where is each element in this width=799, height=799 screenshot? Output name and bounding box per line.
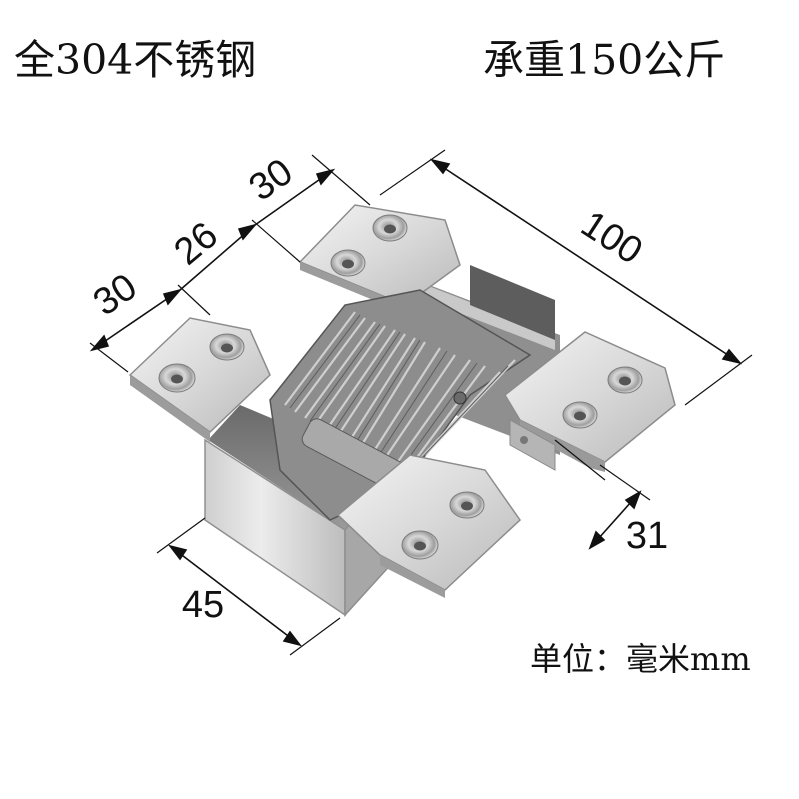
dimension-label-31: 31	[626, 515, 668, 557]
mounting-plate-front-right	[336, 454, 521, 598]
material-title: 全304不锈钢	[14, 36, 257, 84]
screw-hole-icon	[449, 491, 485, 519]
screw-hole-icon	[372, 214, 408, 242]
dimension-label-26: 26	[167, 214, 226, 273]
dimension-label-45: 45	[182, 584, 224, 626]
screw-hole-icon	[209, 333, 245, 361]
dimension-label-30-top: 30	[242, 151, 301, 210]
screw-hole-icon	[562, 401, 598, 429]
screw-hole-icon	[607, 366, 643, 394]
unit-label: 单位：毫米mm	[530, 640, 751, 678]
screw-hole-icon	[158, 363, 196, 393]
hinge-linkage	[269, 289, 532, 521]
load-capacity-title: 承重150公斤	[483, 36, 726, 84]
dimension-lines	[89, 149, 753, 656]
mounting-plate-front-left	[128, 317, 271, 442]
screw-hole-icon	[401, 530, 439, 560]
screw-hole-icon	[330, 249, 366, 277]
dimension-label-30-left: 30	[86, 266, 145, 324]
dimension-label-100: 100	[574, 203, 650, 273]
